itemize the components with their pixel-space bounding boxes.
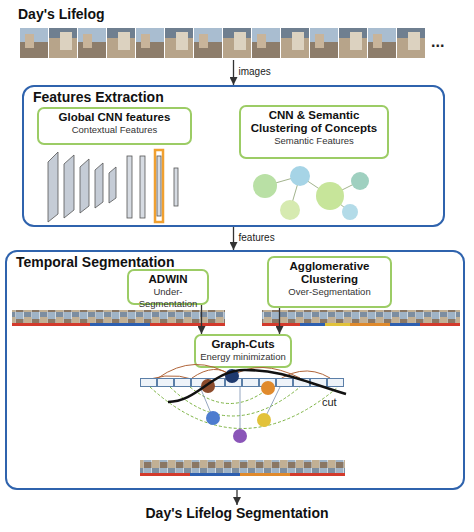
stage-box: Temporal SegmentationADWINUnder-Segmenta… — [5, 250, 465, 490]
process-box: Graph-CutsEnergy minimization — [194, 334, 292, 368]
cnn-dense-layer — [140, 156, 145, 218]
graph-cut-illustration — [140, 364, 346, 443]
image-strip — [140, 460, 345, 473]
node-subtitle: Energy minimization — [196, 351, 290, 363]
concept-links — [265, 176, 360, 212]
edge-label: features — [239, 232, 275, 244]
graph-node — [257, 413, 271, 427]
concept-bubble — [316, 182, 344, 210]
node-title: Temporal Segmentation — [7, 252, 463, 271]
cnn-dense-layer — [127, 156, 132, 218]
cnn-layer — [95, 163, 103, 208]
segment-bar — [90, 323, 150, 326]
graph-edge — [150, 364, 330, 388]
segment-bar — [12, 323, 90, 326]
cut-label: cut — [322, 396, 337, 408]
graph-edge — [200, 387, 280, 436]
lifelog-input: Day's Lifelog — [18, 6, 445, 60]
node-subtitle: Contextual Features — [39, 124, 190, 136]
ellipsis-label: ... — [431, 36, 444, 48]
graph-edge-dashed — [150, 387, 338, 429]
node-title: Agglomerative Clustering — [269, 260, 390, 286]
result-strip — [140, 460, 345, 476]
node-title: Features Extraction — [24, 87, 443, 106]
segment-bar — [350, 323, 390, 326]
node-title: ADWIN — [129, 273, 207, 286]
segment-bar — [190, 473, 240, 476]
flow-arrow — [201, 305, 202, 334]
node-title: CNN & Semantic Clustering of Concepts — [245, 109, 383, 135]
segment-bar — [300, 323, 325, 326]
graph-node — [201, 379, 215, 393]
cnn-layer — [48, 152, 58, 222]
graph-node — [225, 369, 239, 383]
process-box: ADWINUnder-Segmentation — [127, 269, 209, 305]
concept-bubble — [280, 200, 300, 220]
concept-bubble — [253, 174, 277, 198]
cut-line — [168, 370, 346, 402]
cnn-layer — [64, 155, 74, 218]
node-subtitle: Semantic Features — [241, 135, 387, 147]
concept-bubble — [290, 166, 310, 186]
node-subtitle: Over-Segmentation — [269, 286, 390, 298]
image-strip — [12, 310, 225, 323]
segment-bar — [240, 473, 290, 476]
node-title: Global CNN features — [46, 111, 184, 124]
segment-bar — [390, 323, 420, 326]
segment-bar — [420, 323, 460, 326]
under-segmentation-strip — [12, 310, 225, 326]
stage-box: Features ExtractionGlobal CNN featuresCo… — [22, 85, 445, 227]
flow-arrow — [233, 227, 234, 250]
over-segmentation-strip — [262, 310, 460, 326]
segment-bar — [140, 473, 190, 476]
process-box: Global CNN featuresContextual Features — [37, 107, 192, 145]
graph-node — [206, 411, 220, 425]
cnn-layer — [80, 159, 89, 213]
concept-bubble — [351, 172, 369, 190]
process-box: Agglomerative ClusteringOver-Segmentatio… — [267, 256, 392, 308]
cnn-layer — [109, 167, 116, 203]
segment-bar — [325, 323, 350, 326]
flow-arrow — [279, 308, 280, 334]
cnn-output-layer — [174, 168, 178, 206]
graph-node — [261, 381, 275, 395]
node-title: Day's Lifelog Segmentation — [100, 505, 374, 522]
concept-cloud — [253, 166, 369, 220]
edge-label: images — [239, 66, 271, 78]
flow-arrow — [236, 490, 237, 505]
graph-node — [233, 429, 247, 443]
node-title: Day's Lifelog — [18, 6, 445, 23]
image-strip — [262, 310, 460, 323]
segment-bar — [290, 473, 345, 476]
cnn-dense-layer — [157, 156, 161, 216]
process-box: CNN & Semantic Clustering of ConceptsSem… — [239, 105, 389, 159]
lifelog-output: Day's Lifelog Segmentation — [100, 505, 374, 527]
node-title: Graph-Cuts — [196, 338, 290, 351]
node-subtitle: Under-Segmentation — [129, 286, 207, 310]
cnn-feature-highlight — [155, 150, 163, 222]
cnn-illustration — [48, 150, 178, 222]
segment-bar — [150, 323, 225, 326]
flow-arrow — [233, 60, 234, 85]
frame-sequence — [140, 378, 344, 387]
concept-bubble — [342, 204, 358, 220]
image-strip — [20, 28, 426, 58]
segment-bar — [262, 323, 300, 326]
